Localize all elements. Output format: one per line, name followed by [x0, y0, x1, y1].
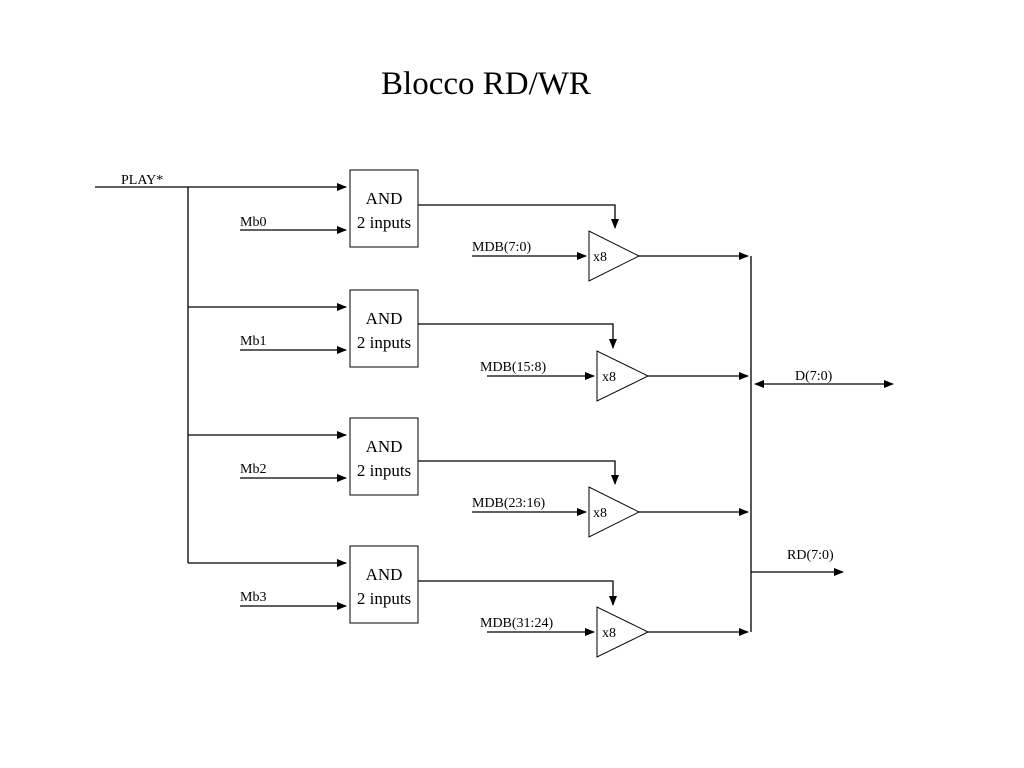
enable-wire — [418, 460, 619, 485]
and-gate-label: AND — [366, 189, 403, 208]
buffer-triangle — [596, 606, 650, 658]
and-gate-sublabel: 2 inputs — [357, 589, 411, 608]
and-gate — [349, 545, 419, 624]
mb-label: Mb3 — [240, 590, 266, 605]
enable-wire — [418, 580, 617, 606]
mb-label: Mb1 — [240, 334, 266, 349]
buffer-label: x8 — [593, 506, 607, 521]
rd-output-label: RD(7:0) — [787, 548, 834, 563]
and-gate — [349, 417, 419, 496]
buffer-label: x8 — [602, 626, 616, 641]
buffer-triangle — [588, 230, 641, 282]
enable-wire — [418, 204, 619, 229]
and-gate-sublabel: 2 inputs — [357, 461, 411, 480]
slide-title: Blocco RD/WR — [381, 66, 591, 102]
and-gate-sublabel: 2 inputs — [357, 213, 411, 232]
buffer-triangle — [588, 486, 641, 538]
mdb-label: MDB(23:16) — [472, 496, 545, 511]
mb-label: Mb2 — [240, 462, 266, 477]
mb-label: Mb0 — [240, 215, 266, 230]
buffer-label: x8 — [593, 250, 607, 265]
gate-row-2: Mb2 AND 2 inputs MDB(23:16) x8 — [240, 417, 749, 538]
and-gate — [349, 169, 419, 248]
gate-row-0: Mb0 AND 2 inputs MDB(7:0) x8 — [240, 169, 749, 282]
d-output-label: D(7:0) — [795, 369, 833, 384]
and-gate-label: AND — [366, 309, 403, 328]
and-gate-sublabel: 2 inputs — [357, 333, 411, 352]
buffer-triangle — [596, 350, 650, 402]
mdb-label: MDB(31:24) — [480, 616, 553, 631]
buffer-label: x8 — [602, 370, 616, 385]
and-gate-label: AND — [366, 437, 403, 456]
play-label: PLAY* — [121, 173, 163, 188]
gate-row-1: Mb1 AND 2 inputs MDB(15:8) x8 — [240, 289, 749, 402]
mdb-label: MDB(15:8) — [480, 360, 546, 375]
enable-wire — [418, 323, 617, 349]
and-gate-label: AND — [366, 565, 403, 584]
and-gate — [349, 289, 419, 368]
gate-row-3: Mb3 AND 2 inputs MDB(31:24) x8 — [240, 545, 749, 658]
mdb-label: MDB(7:0) — [472, 240, 531, 255]
